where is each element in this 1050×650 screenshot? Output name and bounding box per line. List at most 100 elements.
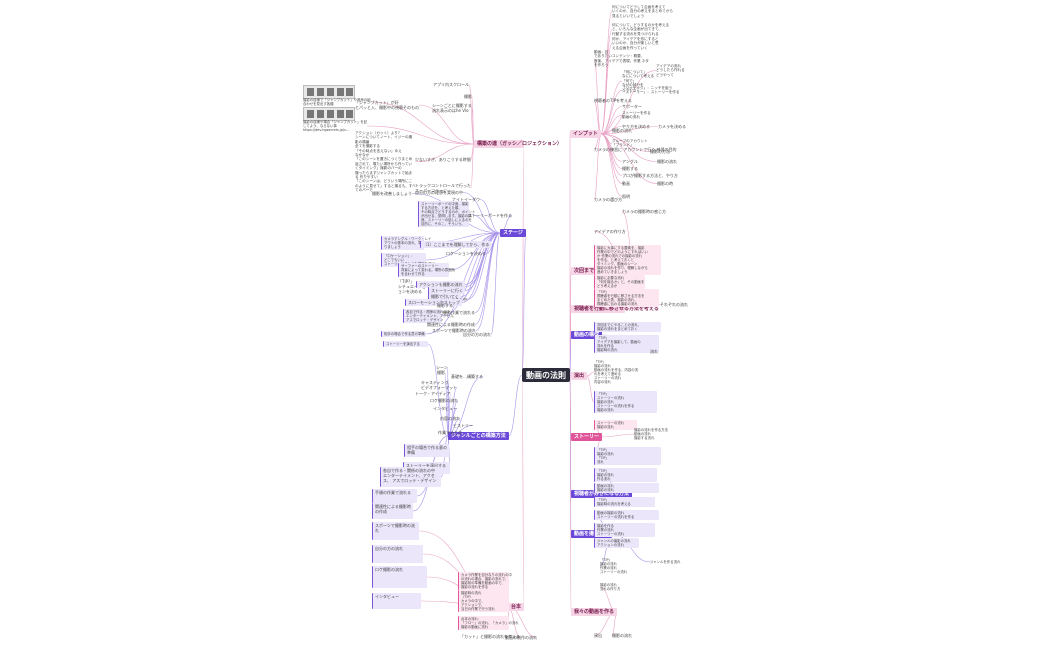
box-shoot-2: 撮影を作る 作業の流れ ストーリーの流れ <box>594 523 655 537</box>
box-shoot-3: ジャンルの撮影の流れ アクションの流れ <box>594 538 639 548</box>
link-hub-node <box>600 106 623 135</box>
link-hub-node <box>479 199 501 234</box>
hub-construction[interactable]: 構築の達（ガッシ／ロジェクション） <box>474 140 562 148</box>
link-hub-node <box>490 232 501 335</box>
link-hub-node <box>600 43 613 135</box>
script-flow: 台本の流れ： 「フロー」の流れ、「カメラ」の流れ 撮影の動画に流れ <box>458 616 519 630</box>
genre-action: アクションも撮影の流れ <box>416 281 465 288</box>
genre-shoot: 撮影する <box>437 303 453 308</box>
input-camera-feel: カメラの撮影時の感じ方 <box>622 209 666 214</box>
link-root-hub <box>569 334 572 376</box>
genre-talk: トーク・アイディア <box>415 391 451 396</box>
input-supporter: サポーター <box>622 104 642 109</box>
input-video: 動画 <box>622 181 630 186</box>
hub-shooting[interactable]: 動画を撮影する <box>571 530 613 538</box>
link-root-hub <box>569 374 572 377</box>
link-hub-node <box>461 232 501 303</box>
label-jumpcut: 「ジャンプカット」が好 とパッと入、撮影中の視聴そのもの <box>355 100 419 110</box>
genre-box-f: スポーツで撮影時の流れ <box>372 522 419 540</box>
input-what-2: 「何について」 なにについて考える 「何で」 なぜの部分を どうやって <box>622 70 655 92</box>
link-hub-node <box>586 375 595 403</box>
script-camera: カメラ作業を自分なりの流れの中 の流れの場合、撮影の流れで、 撮影前の準備を動画… <box>458 572 512 590</box>
genre-story-direct: ストーリーを演出する <box>383 341 428 347</box>
input-idea-make: アイデアの作り方 <box>594 229 626 234</box>
genre-interview: インタビュー <box>433 406 457 411</box>
genre-box-e: 関連性による撮影時の作成 <box>372 503 413 519</box>
hub-direction[interactable]: 演出 <box>571 372 588 380</box>
genre-story: ストーリーに行く <box>428 287 465 294</box>
link-hub-node <box>586 371 595 377</box>
link-hub-node <box>593 133 602 200</box>
link-hub-node <box>466 232 501 300</box>
thumbnail-caption-2: 撮影の目線や場合「ジャンプカット」を記 してよう、ならない事 https://d… <box>303 120 368 132</box>
box-story-1: ストーリーの流れ 撮影の流れ <box>594 420 637 430</box>
link-hub-node <box>427 343 449 437</box>
link-hub-node <box>602 433 635 438</box>
genre-box-i: インタビュー <box>372 593 421 609</box>
label-track: トラックコントロールで行った スーパーコラージ <box>415 183 471 193</box>
link-hub-node <box>415 143 475 163</box>
label-ideal: 自分の方の理想を実現の中 <box>415 190 463 195</box>
input-idea: 何か、アイデアを形にすると いいのか、自分が楽しいと思 える企画を作っていく <box>612 37 659 50</box>
thumbnail-strip-2[interactable] <box>303 107 355 121</box>
input-camera-pick: カメラを決める <box>658 124 686 129</box>
link-hub-node <box>462 192 501 234</box>
hub-genre[interactable]: ジャンルごとの構築方法 <box>448 432 509 440</box>
hub-viewer-action[interactable]: 視聴者を行動に移させる方法を考える <box>571 305 659 313</box>
box-like-2: 「TIP」 撮影の流れ 作る流れ <box>594 468 657 482</box>
genre-entertain: 各自で作る・関係の流れの中 エンターテイメント、アクセス、 アスでロッテ・デザイ… <box>403 309 457 323</box>
input-shoot-time: 撮影の時 <box>657 181 673 186</box>
hub-stage[interactable]: ステージ <box>500 229 526 237</box>
box-structure-2: 「TIP」 アイデアを撮影して、動画の 流れを作る 撮影時の流れ <box>594 335 659 353</box>
box-shoot-last: 撮影の流れ <box>612 633 632 638</box>
thumbnail-strip-1[interactable] <box>303 85 355 99</box>
link-hub-node <box>418 104 475 145</box>
genre-box-d: 手順の作業で流れる <box>372 489 417 503</box>
box-genre-1: 「TIP」 撮影の流れ 作業の流れ ストーリーの流れ <box>600 558 628 574</box>
label-shoot: 撮影 <box>464 94 472 99</box>
root-node[interactable]: 動画の法則 <box>522 368 570 382</box>
hub-input[interactable]: インプット <box>570 130 601 138</box>
hub-structure[interactable]: 動画の構成 <box>571 331 603 339</box>
hub-viewer-like[interactable]: 視聴者が好きになる方法 <box>571 490 633 498</box>
input-story-make: ストーリーを作る 動画の流れ <box>622 111 651 120</box>
link-hub-node <box>600 133 623 197</box>
hub-our-videos[interactable]: 我々の動画を作る <box>571 608 618 616</box>
stage-surfer: サーファーのストーリー 背景によって変わる。場所の雰囲気 を合わせて作る <box>398 263 455 277</box>
label-scene-shoot: シーンごとに撮影する 流れ表示のはhe Vlo <box>432 103 472 113</box>
link-hub-node <box>444 372 449 437</box>
input-camera-choose: カメラの選び方 <box>594 197 622 202</box>
link-hub-node <box>600 90 623 135</box>
genre-box-a: 相手の場合で作る意の準備 <box>404 444 449 457</box>
stage-storyboard-desc: ストーリーボードの中身、撮影 する方法を、と考えた順、 その時点でどうするのか、… <box>418 201 475 227</box>
link-hub-node <box>593 58 602 135</box>
box-like-4: 「TIP」 撮影時の流れを考える <box>594 497 655 507</box>
label-action-cut: アクション（カット）より? シーンについてノート、イジーの撮 影の順番 全てを撮… <box>355 131 416 193</box>
script-tip: 撮影時の流れ （TIP） カメラの中で、 アクションで、 当日の作業で行う流れ <box>458 590 509 612</box>
box-direct: 演出 <box>594 633 602 638</box>
link-hub-node <box>600 133 658 162</box>
box-next-1: 撮影に大事にする要素を、撮影 作業の中でどのようにすればいい か 作業の流れでの… <box>594 245 661 275</box>
genre-format: ビデオフォーマット <box>421 385 457 390</box>
input-angle: アングル <box>622 159 638 164</box>
hub-story[interactable]: ストーリー <box>571 433 603 441</box>
input-group: グループのアカウント 「ブランド」 <box>612 139 648 148</box>
stage-understand: （1）ここまでを理解してから、作る <box>420 241 492 248</box>
script-cut: 「カット」と撮影の流れを考える <box>460 634 520 639</box>
box-viewer-1: 「TIP」 視聴者を行動に移させる方法を まとめた表、撮影の流れ、 視聴者に伝わ… <box>594 289 659 307</box>
input-niche: 「リーケージ」：ニッチを狙う 「ストーリー」：ストーリーを作る <box>622 86 680 95</box>
link-hub-node <box>468 213 501 234</box>
link-hub-node <box>470 143 475 189</box>
link-hub-node <box>468 84 475 145</box>
hub-script[interactable]: 台本 <box>508 603 525 611</box>
link-hub-node <box>600 133 658 184</box>
input-how: 何について、どうするのかを考える と、いろんな企画が出てきて、 行動する流れを見… <box>612 23 670 36</box>
link-hub-node <box>600 126 659 135</box>
box-like-3: 動画の流れ 撮影の流れ <box>594 483 659 493</box>
input-method: やり方を決める <box>622 124 650 129</box>
input-idea-flow: アイデアの流れ どうしたら作れる どうやって <box>656 64 685 77</box>
link-root-hub <box>569 374 572 613</box>
box-direction-1: 「TIP」 撮影の流れ 動画の流れを作る、内容の流 れを考えて進める ストーリー… <box>594 360 639 384</box>
label-time: 少ないすぎ、ありこうする時間 <box>415 157 471 162</box>
